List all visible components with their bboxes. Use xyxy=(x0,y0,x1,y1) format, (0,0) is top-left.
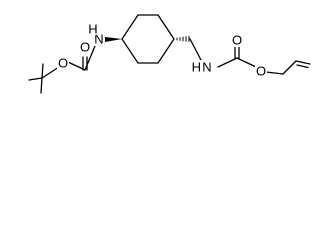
vinyl-double-bond-a xyxy=(295,60,311,65)
atom-label-h-left: H xyxy=(88,22,97,37)
bond-tbu-to-oxygen xyxy=(41,66,60,79)
atom-label-o-ester-left: O xyxy=(58,56,68,71)
chemical-structure: O O N H N H O O xyxy=(28,14,311,94)
alloc-carbamate xyxy=(189,38,257,68)
bond-tbu-quaternary-methyl-top xyxy=(41,63,44,79)
ring-bond-4 xyxy=(157,38,175,64)
atom-label-group: O O N H N H O O xyxy=(57,22,267,79)
tert-butyl-group xyxy=(28,63,60,94)
ring-bond-6 xyxy=(121,38,139,64)
atom-label-h-right: H xyxy=(192,60,201,75)
boc-carbamate xyxy=(67,45,96,71)
atom-label-o-ester-right: O xyxy=(256,64,266,79)
atom-label-n-right: N xyxy=(202,60,211,75)
allyl-group xyxy=(265,60,311,75)
bond-nitrogen-to-carbonyl xyxy=(217,57,238,68)
bond-ch2-to-vinyl xyxy=(282,60,297,75)
cyclohexane-ring xyxy=(121,14,175,64)
ring-bond-1 xyxy=(121,14,139,40)
bond-tbu-quaternary-methyl-bottom xyxy=(40,77,43,94)
bond-carbonyl-to-ester-oxygen xyxy=(236,57,257,68)
bond-carbonyl-to-nitrogen xyxy=(84,45,96,71)
atom-label-o-carbonyl-right: O xyxy=(232,33,242,48)
ring-bond-3 xyxy=(157,14,175,40)
hashed-bond-ring-to-ch2 xyxy=(176,36,190,42)
atom-label-o-carbonyl-left: O xyxy=(80,40,90,55)
vinyl-double-bond-b xyxy=(296,64,309,69)
bond-ester-oxygen-to-carbonyl xyxy=(67,61,86,71)
bond-tbu-quaternary-methyl-left xyxy=(28,77,43,81)
bond-oxygen-to-ch2 xyxy=(265,71,284,75)
wedge-bond-ring-to-nh xyxy=(105,37,122,42)
bond-ch2-to-nitrogen xyxy=(189,38,203,63)
atom-label-n-left: N xyxy=(94,32,103,47)
